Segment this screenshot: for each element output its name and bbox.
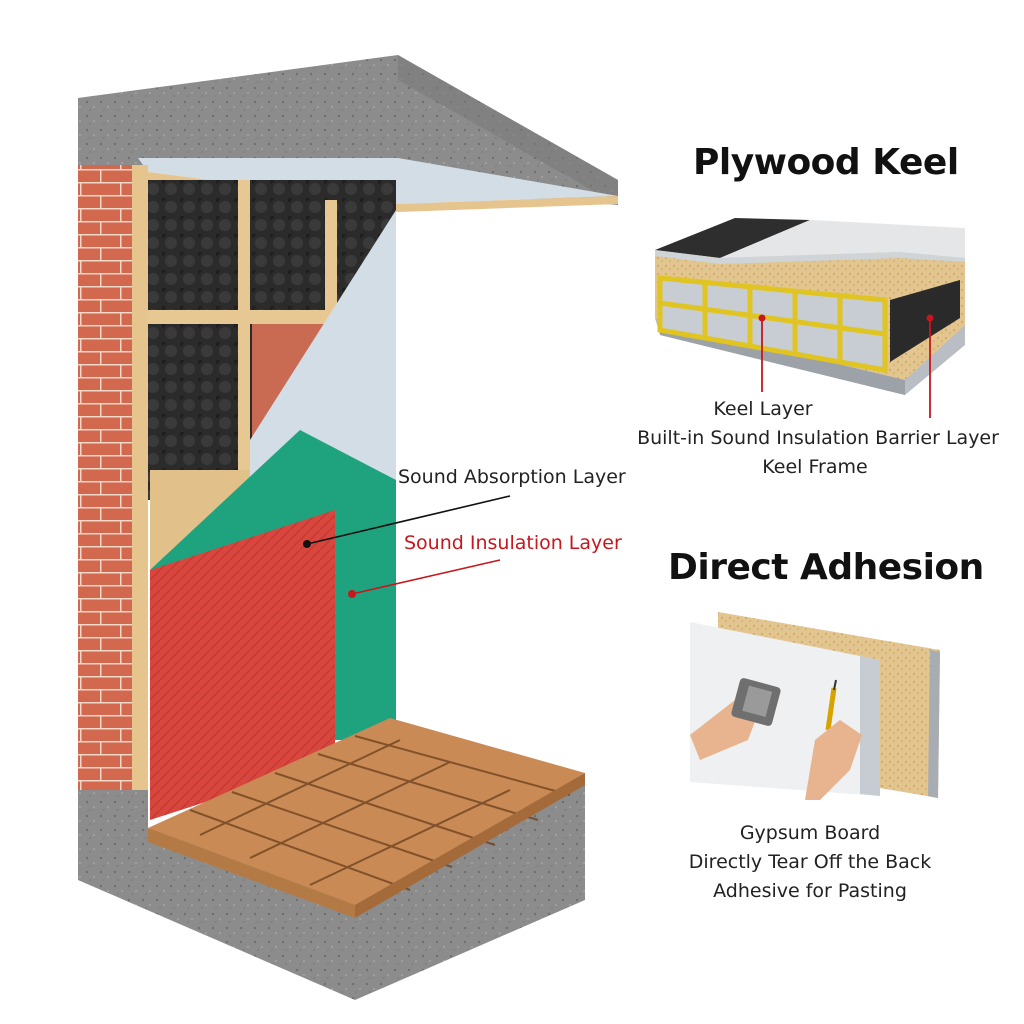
- red-insulation-layer: [150, 510, 335, 820]
- gypsum-board-label: Gypsum Board: [739, 822, 881, 844]
- direct-adhesion-title: Direct Adhesion: [668, 547, 984, 588]
- left-hand: [690, 678, 781, 760]
- keel-layer-label: Keel Layer: [713, 398, 813, 420]
- parquet-floor: [148, 718, 585, 905]
- right-hand: [805, 679, 862, 800]
- absorption-callout-line: [306, 495, 511, 545]
- tear-off-label: Directly Tear Off the Back: [688, 851, 932, 873]
- barrier-layer-label: Built-in Sound Insulation Barrier Layer: [637, 427, 999, 449]
- sound-insulation-layer-label: Sound Insulation Layer: [404, 532, 622, 554]
- keel-frame-grid: [657, 275, 888, 373]
- sound-absorption-layer-label: Sound Absorption Layer: [398, 466, 626, 488]
- green-membrane: [150, 430, 396, 740]
- keel-top-dark-panel: [655, 218, 810, 258]
- brick-wall: [78, 165, 138, 830]
- insulation-callout-line: [351, 559, 501, 595]
- plywood-keel-title: Plywood Keel: [693, 142, 959, 183]
- keel-top-light-panel: [720, 220, 965, 258]
- keel-frame-label: Keel Frame: [762, 456, 868, 478]
- adhesive-label: Adhesive for Pasting: [713, 880, 907, 902]
